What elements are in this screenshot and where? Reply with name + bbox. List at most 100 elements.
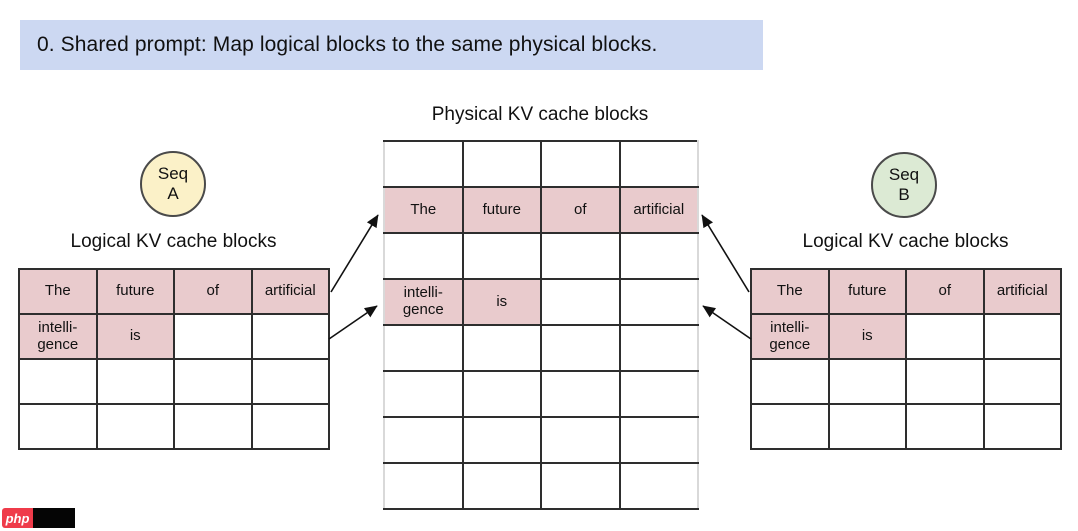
logical-table-title-left: Logical KV cache blocks bbox=[70, 231, 277, 252]
step-banner: 0. Shared prompt: Map logical blocks to … bbox=[20, 20, 763, 70]
token-cell: future bbox=[827, 268, 907, 315]
table-row bbox=[383, 416, 699, 464]
empty-cell bbox=[540, 416, 621, 464]
arrow-seq-a-block1-icon bbox=[328, 305, 378, 340]
empty-cell bbox=[540, 370, 621, 418]
table-row bbox=[750, 358, 1062, 405]
token-cell: intelli- gence bbox=[383, 278, 464, 326]
empty-cell bbox=[461, 462, 542, 510]
empty-cell bbox=[540, 324, 621, 372]
empty-cell bbox=[173, 313, 253, 360]
token-cell: artificial bbox=[982, 268, 1062, 315]
empty-cell bbox=[383, 370, 464, 418]
empty-cell bbox=[461, 370, 542, 418]
empty-cell bbox=[827, 403, 907, 450]
empty-cell bbox=[540, 462, 621, 510]
php-watermark-logo: php bbox=[2, 508, 75, 528]
empty-cell bbox=[461, 232, 542, 280]
empty-cell bbox=[618, 232, 699, 280]
seq-a-badge: Seq A bbox=[140, 151, 206, 217]
empty-cell bbox=[461, 416, 542, 464]
empty-cell bbox=[250, 313, 330, 360]
token-cell: intelli- gence bbox=[18, 313, 98, 360]
table-row bbox=[18, 403, 330, 450]
empty-cell bbox=[95, 403, 175, 450]
token-cell: of bbox=[540, 186, 621, 234]
token-cell: future bbox=[95, 268, 175, 315]
empty-cell bbox=[461, 324, 542, 372]
empty-cell bbox=[95, 358, 175, 405]
token-cell: artificial bbox=[618, 186, 699, 234]
table-row bbox=[383, 370, 699, 418]
arrow-seq-b-block1-icon bbox=[702, 305, 752, 340]
empty-cell bbox=[750, 403, 830, 450]
empty-cell bbox=[540, 232, 621, 280]
empty-cell bbox=[18, 403, 98, 450]
empty-cell bbox=[540, 278, 621, 326]
empty-cell bbox=[173, 403, 253, 450]
empty-cell bbox=[250, 358, 330, 405]
empty-cell bbox=[540, 140, 621, 188]
step-banner-text: 0. Shared prompt: Map logical blocks to … bbox=[37, 33, 658, 56]
physical-table-title: Physical KV cache blocks bbox=[431, 104, 649, 125]
empty-cell bbox=[618, 370, 699, 418]
token-cell: future bbox=[461, 186, 542, 234]
token-cell: The bbox=[18, 268, 98, 315]
token-cell: is bbox=[95, 313, 175, 360]
empty-cell bbox=[383, 462, 464, 510]
empty-cell bbox=[905, 358, 985, 405]
table-row bbox=[383, 462, 699, 510]
empty-cell bbox=[173, 358, 253, 405]
token-cell: intelli- gence bbox=[750, 313, 830, 360]
seq-b-badge: Seq B bbox=[871, 152, 937, 218]
table-row bbox=[18, 358, 330, 405]
table-row bbox=[383, 232, 699, 280]
empty-cell bbox=[383, 140, 464, 188]
arrow-seq-a-block0-icon bbox=[330, 214, 379, 293]
empty-cell bbox=[905, 403, 985, 450]
token-cell: The bbox=[383, 186, 464, 234]
empty-cell bbox=[905, 313, 985, 360]
logical-table-title-right: Logical KV cache blocks bbox=[802, 231, 1009, 252]
seq-a-label-line1: Seq bbox=[157, 164, 189, 184]
empty-cell bbox=[982, 313, 1062, 360]
seq-b-label-line2: B bbox=[898, 185, 910, 204]
token-cell: of bbox=[905, 268, 985, 315]
token-cell: The bbox=[750, 268, 830, 315]
token-cell: of bbox=[173, 268, 253, 315]
php-logo-text: php bbox=[2, 508, 33, 528]
empty-cell bbox=[383, 416, 464, 464]
token-cell: is bbox=[827, 313, 907, 360]
empty-cell bbox=[618, 278, 699, 326]
empty-cell bbox=[18, 358, 98, 405]
empty-cell bbox=[750, 358, 830, 405]
arrow-seq-b-block0-icon bbox=[701, 214, 750, 293]
seq-a-label-line2: A bbox=[167, 184, 179, 203]
empty-cell bbox=[383, 232, 464, 280]
empty-cell bbox=[618, 416, 699, 464]
empty-cell bbox=[982, 403, 1062, 450]
empty-cell bbox=[618, 140, 699, 188]
table-row bbox=[383, 140, 699, 188]
table-row bbox=[750, 403, 1062, 450]
empty-cell bbox=[982, 358, 1062, 405]
empty-cell bbox=[618, 462, 699, 510]
token-cell: is bbox=[461, 278, 542, 326]
empty-cell bbox=[827, 358, 907, 405]
table-row bbox=[383, 324, 699, 372]
empty-cell bbox=[618, 324, 699, 372]
empty-cell bbox=[383, 324, 464, 372]
token-cell: artificial bbox=[250, 268, 330, 315]
logo-dark-block bbox=[33, 508, 75, 528]
seq-b-label-line1: Seq bbox=[888, 165, 920, 185]
